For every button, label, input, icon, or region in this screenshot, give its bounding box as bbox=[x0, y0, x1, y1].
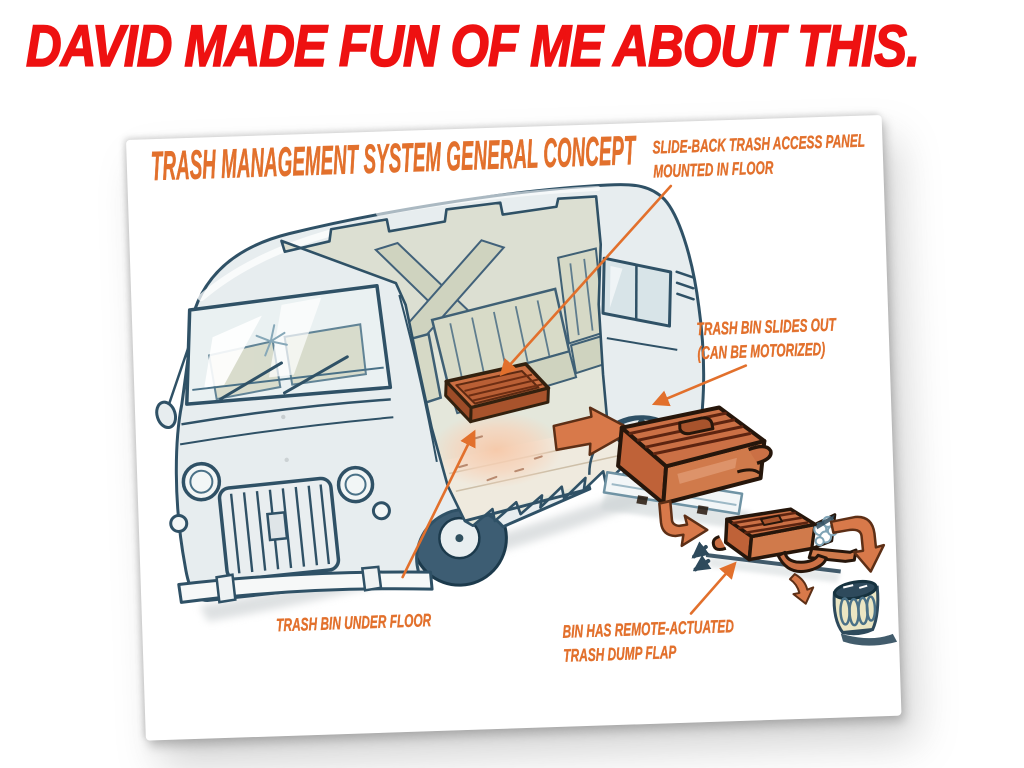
dump-arrow-right bbox=[829, 515, 886, 573]
windshield-glare-star bbox=[255, 324, 288, 357]
slide-out-arrow bbox=[552, 406, 635, 457]
slide-headline: DAVID MADE FUN OF ME ABOUT THIS. bbox=[25, 13, 1016, 81]
leader-dump-flap bbox=[689, 561, 737, 615]
leader-under-floor bbox=[401, 429, 476, 579]
concept-slide-card: TRASH MANAGEMENT SYSTEM GENERAL CONCEPT … bbox=[126, 114, 902, 741]
slide-out-trash-bin bbox=[602, 405, 773, 516]
slide-headline-text: DAVID MADE FUN OF ME ABOUT THIS. bbox=[25, 13, 920, 80]
annotation-under-floor-line1: TRASH BIN UNDER FLOOR bbox=[275, 610, 432, 636]
annotation-leaders bbox=[401, 184, 748, 615]
marker-light-right bbox=[371, 501, 391, 521]
headlight-left bbox=[181, 461, 222, 502]
annotation-access-panel: SLIDE-BACK TRASH ACCESS PANEL MOUNTED IN… bbox=[652, 125, 975, 184]
grille bbox=[217, 476, 341, 582]
annotation-slides-out-line2: (CAN BE MOTORIZED) bbox=[697, 339, 826, 364]
bin-handle bbox=[776, 550, 828, 574]
leader-slides-out bbox=[651, 364, 748, 407]
bounce-arrows bbox=[691, 541, 712, 572]
trash-system-illustration bbox=[155, 183, 898, 646]
rear-vents bbox=[675, 270, 695, 301]
bin2-shadow bbox=[708, 556, 841, 583]
trash-bin-in-floor bbox=[444, 362, 551, 424]
dump-arrow-small bbox=[788, 573, 815, 605]
street-trash-can bbox=[832, 579, 898, 646]
side-mirror bbox=[167, 345, 191, 406]
marker-light-left bbox=[169, 513, 189, 533]
headlight-right bbox=[336, 465, 375, 504]
flow-arrow-down bbox=[658, 499, 709, 548]
annotation-slides-out: TRASH BIN SLIDES OUT (CAN BE MOTORIZED) bbox=[696, 310, 909, 366]
annotation-dump-flap: BIN HAS REMOTE-ACTUATED TRASH DUMP FLAP bbox=[562, 611, 823, 668]
van-front-details bbox=[155, 284, 438, 604]
wipers bbox=[219, 355, 349, 401]
leader-access-panel bbox=[499, 184, 673, 377]
